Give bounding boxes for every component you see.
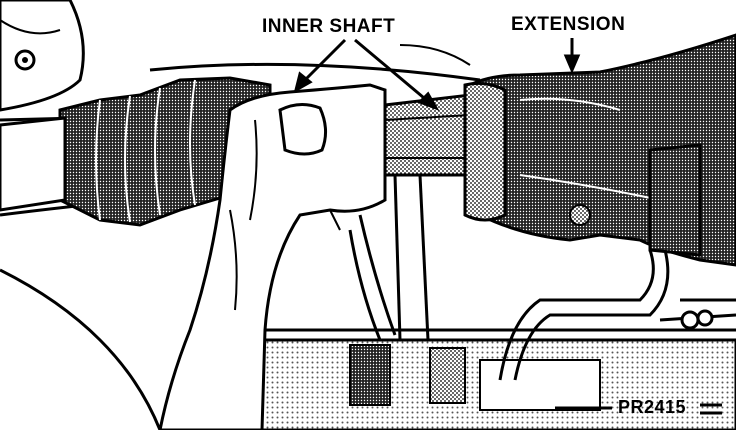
lower-chassis [258,338,736,430]
inner-shaft [383,93,472,177]
support-bracket [348,174,430,341]
extension-label: EXTENSION [511,14,626,35]
figure-code-label: PR2415 [618,397,687,417]
housing-top-left [0,0,85,112]
hand [158,83,387,430]
cv-boot [0,76,272,227]
tube-lines [498,249,736,381]
leader-lines [293,38,581,111]
inner-shaft-label: INNER SHAFT [262,16,396,37]
extension-housing [463,33,736,267]
code-dashes [555,403,722,415]
